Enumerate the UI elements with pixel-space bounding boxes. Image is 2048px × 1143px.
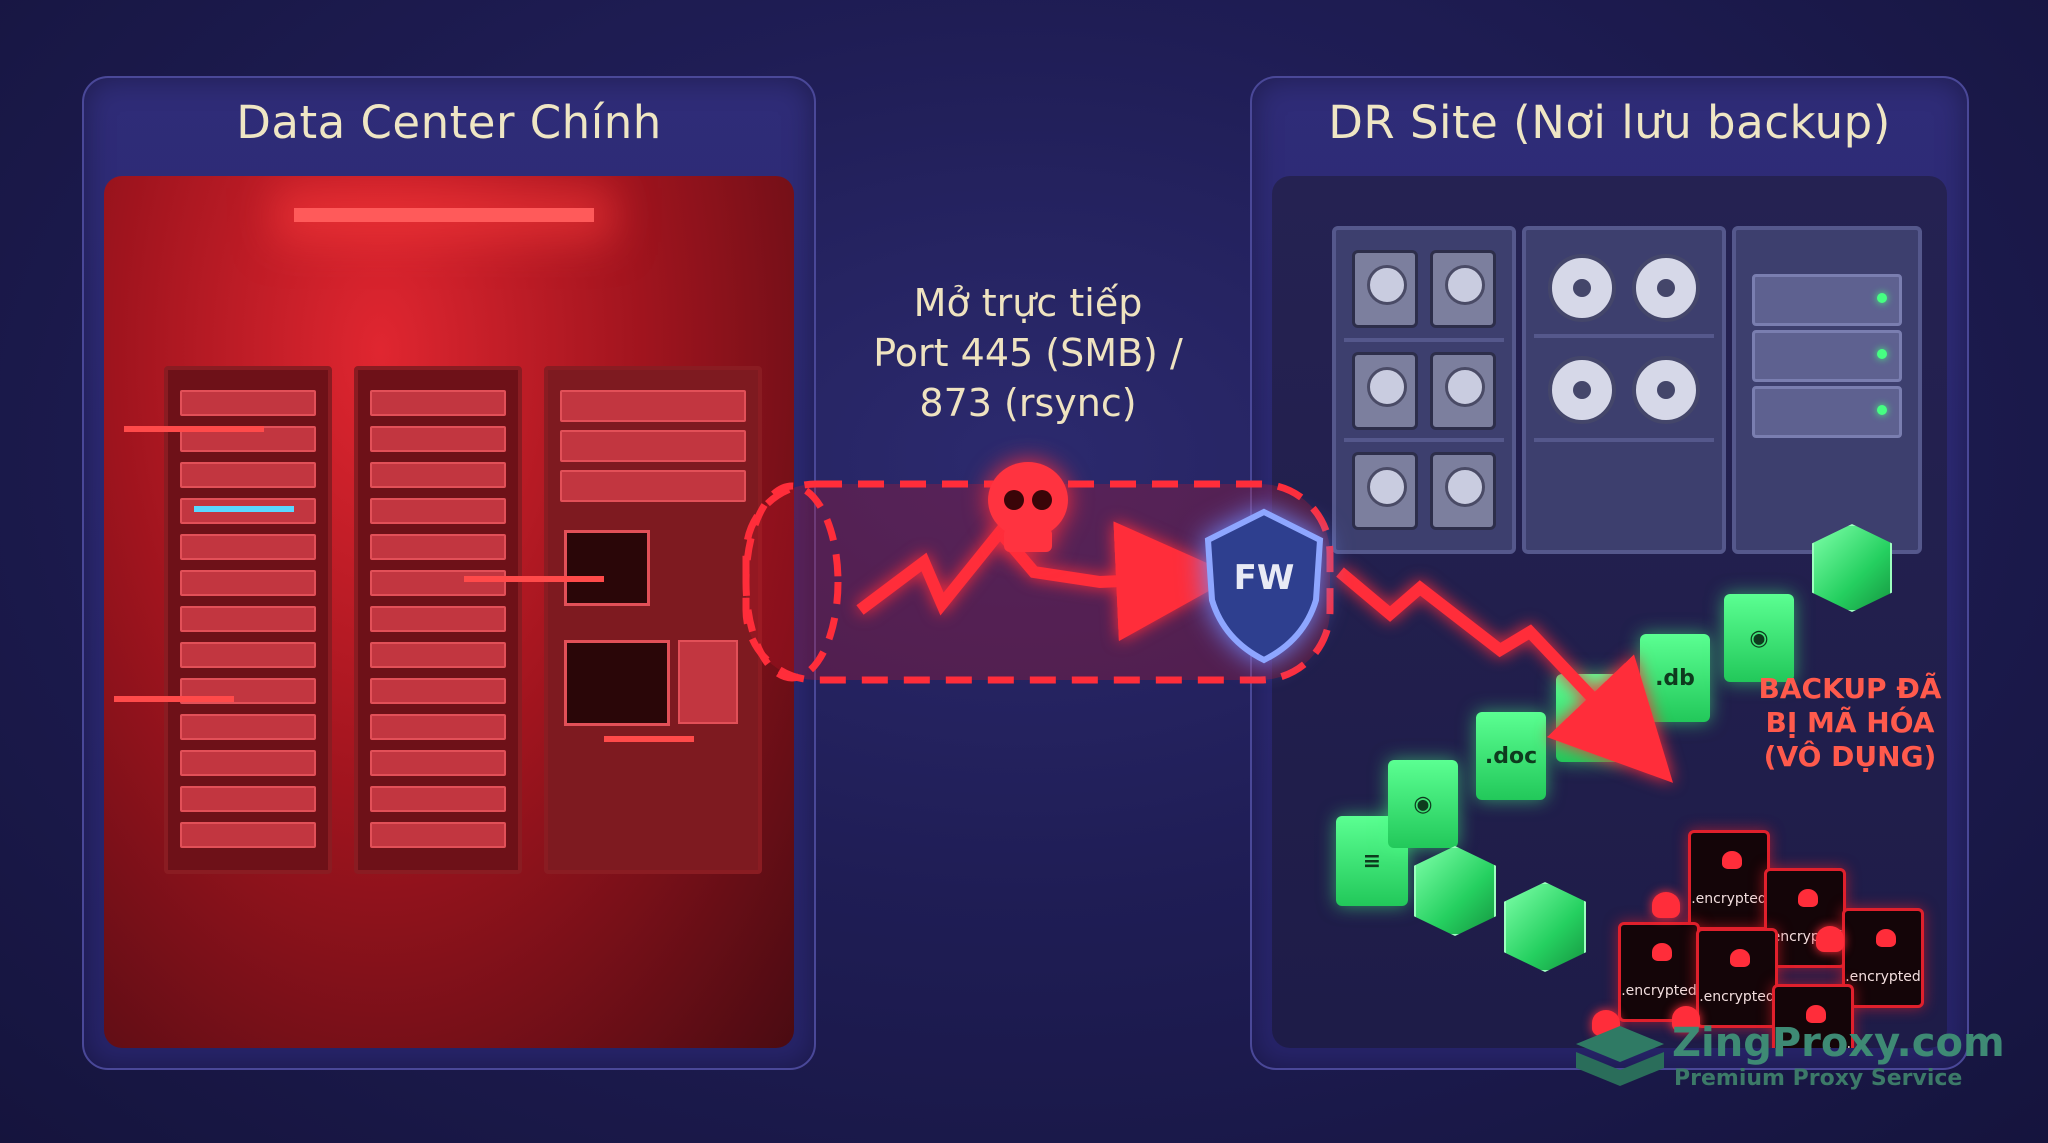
- tape-reel-icon: [1632, 254, 1700, 322]
- port-exposure-label: Mở trực tiếp Port 445 (SMB) / 873 (rsync…: [842, 278, 1214, 428]
- attack-arrow-out: [1336, 567, 1674, 783]
- dr-site-title: DR Site (Nơi lưu backup): [1328, 96, 1891, 149]
- data-center-panel: Data Center Chính: [82, 76, 816, 1070]
- port-label-line: Mở trực tiếp: [913, 281, 1143, 325]
- tunnel-opening: [742, 482, 842, 682]
- cube-icon: [1504, 882, 1586, 972]
- hard-drive-icon: [1352, 452, 1418, 530]
- hard-drive-rack: [1332, 226, 1516, 554]
- brand-tagline: Premium Proxy Service: [1674, 1066, 1963, 1091]
- encrypted-file: .encrypted: [1842, 908, 1924, 1008]
- doc-file: .doc: [1476, 712, 1546, 800]
- backup-status-line: BỊ MÃ HÓA: [1765, 706, 1935, 739]
- cube-icon: [1414, 846, 1496, 936]
- encrypted-file: .encrypted: [1688, 830, 1770, 930]
- server-rack: [164, 366, 332, 874]
- port-label-line: Port 445 (SMB) /: [873, 331, 1183, 375]
- backup-encrypted-label: BACKUP ĐÃ BỊ MÃ HÓA (VÔ DỤNG): [1740, 672, 1960, 774]
- server-icon: [1752, 386, 1902, 438]
- hard-drive-icon: [1430, 250, 1496, 328]
- brand-name: ZingProxy.com: [1672, 1020, 2005, 1066]
- shield-icon: [1204, 508, 1324, 664]
- hard-drive-icon: [1430, 452, 1496, 530]
- database-icon: ◉: [1388, 760, 1458, 848]
- server-icon: [1752, 330, 1902, 382]
- skull-icon: [1652, 892, 1680, 918]
- server-rack: [354, 366, 522, 874]
- server-unit-rack: [1732, 226, 1922, 554]
- monitor-screen: [564, 530, 650, 606]
- tape-rack: [1522, 226, 1726, 554]
- data-center-image: [104, 176, 794, 1048]
- hard-drive-icon: [1430, 352, 1496, 430]
- tape-reel-icon: [1632, 356, 1700, 424]
- database-icon: ◉: [1724, 594, 1794, 682]
- skull-icon: [1672, 1006, 1700, 1032]
- encrypted-file: .encrypted: [1618, 922, 1700, 1022]
- cube-icon: [1812, 524, 1892, 612]
- skull-icon: [988, 462, 1068, 552]
- hard-drive-icon: [1352, 250, 1418, 328]
- hard-drive-icon: [1352, 352, 1418, 430]
- brand-logo-icon: [1576, 1026, 1664, 1086]
- ceiling-light: [294, 208, 594, 222]
- attack-arrow-in: [856, 521, 1236, 642]
- data-center-title: Data Center Chính: [236, 96, 662, 149]
- server-icon: [1752, 274, 1902, 326]
- firewall-label: FW: [1233, 558, 1295, 598]
- tape-reel-icon: [1548, 356, 1616, 424]
- network-rack: [544, 366, 762, 874]
- backup-status-line: BACKUP ĐÃ: [1758, 672, 1942, 705]
- keypad: [678, 640, 738, 724]
- port-label-line: 873 (rsync): [919, 381, 1137, 425]
- skull-icon: [1816, 926, 1844, 952]
- oscilloscope-screen: [564, 640, 670, 726]
- tape-reel-icon: [1548, 254, 1616, 322]
- encrypted-file: .encrypted: [1696, 928, 1778, 1028]
- encrypted-file: .encrypted: [1772, 984, 1854, 1048]
- dr-site-panel: DR Site (Nơi lưu backup) ≡ ◉ .doc .pdf .…: [1250, 76, 1969, 1070]
- backup-status-line: (VÔ DỤNG): [1763, 740, 1937, 773]
